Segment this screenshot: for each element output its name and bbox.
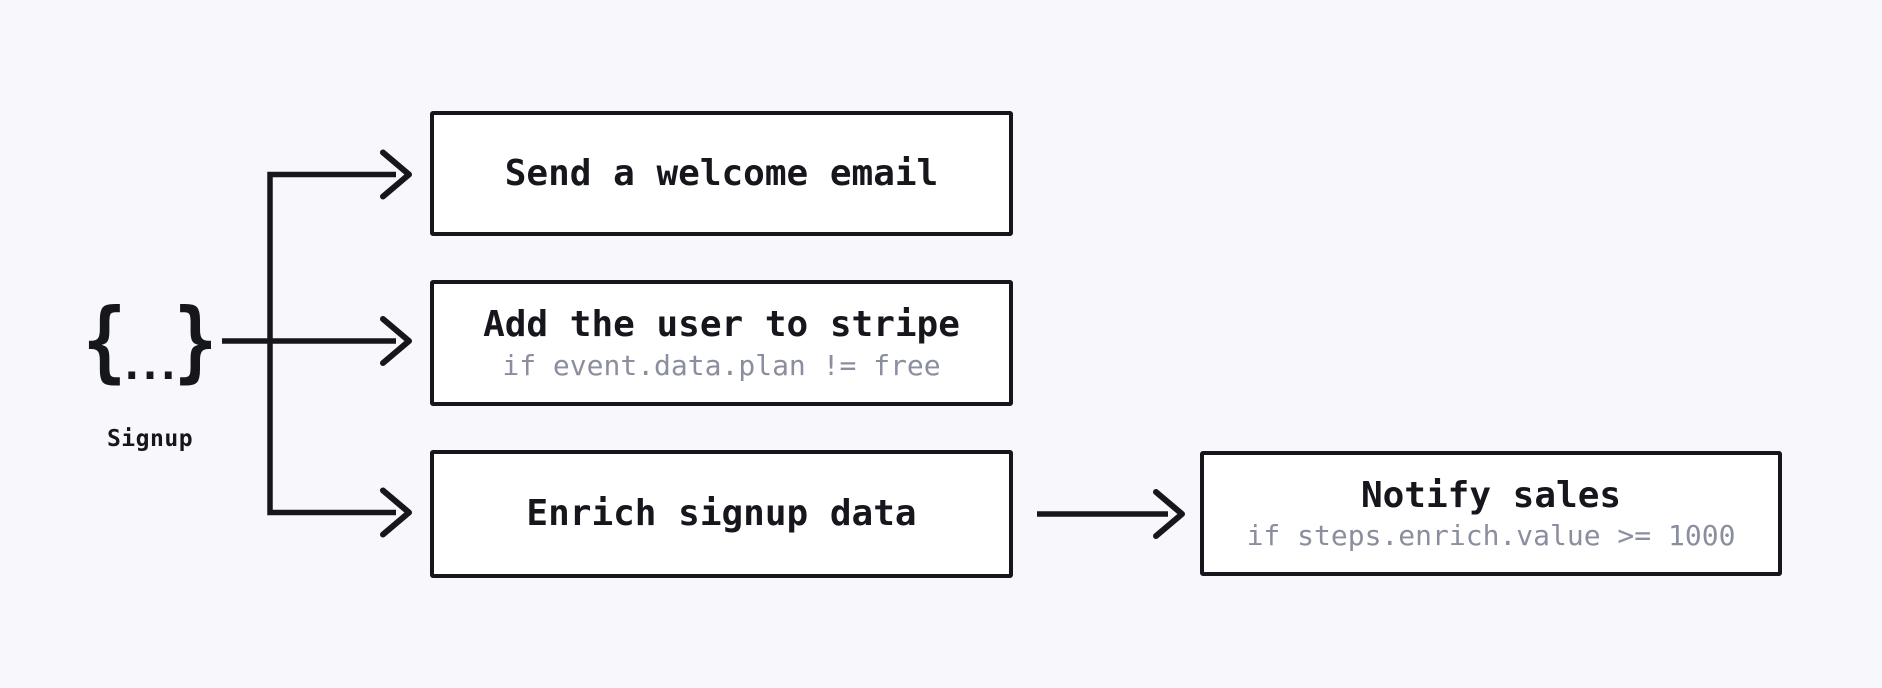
arrowhead-icon xyxy=(1153,489,1185,539)
node-title: Add the user to stripe xyxy=(483,304,960,346)
arrowhead-icon xyxy=(380,487,412,538)
brace-left-glyph: { xyxy=(82,289,127,392)
curly-braces-event-icon: { ... } xyxy=(80,282,220,400)
arrowhead-icon xyxy=(380,316,412,366)
node-notify-sales: Notify sales if steps.enrich.value >= 10… xyxy=(1200,451,1782,576)
node-condition: if steps.enrich.value >= 1000 xyxy=(1246,519,1736,553)
node-title: Enrich signup data xyxy=(526,493,917,535)
arrowhead-icon xyxy=(380,149,412,200)
node-add-user-to-stripe: Add the user to stripe if event.data.pla… xyxy=(430,280,1013,406)
node-condition: if event.data.plan != free xyxy=(502,348,941,382)
trigger-label: Signup xyxy=(106,426,194,452)
brace-right-glyph: } xyxy=(173,289,218,392)
ellipsis-glyph: ... xyxy=(119,340,181,389)
node-title: Send a welcome email xyxy=(504,152,939,194)
node-enrich-signup-data: Enrich signup data xyxy=(430,450,1013,578)
node-title: Notify sales xyxy=(1360,474,1622,516)
node-send-welcome-email: Send a welcome email xyxy=(430,111,1013,236)
